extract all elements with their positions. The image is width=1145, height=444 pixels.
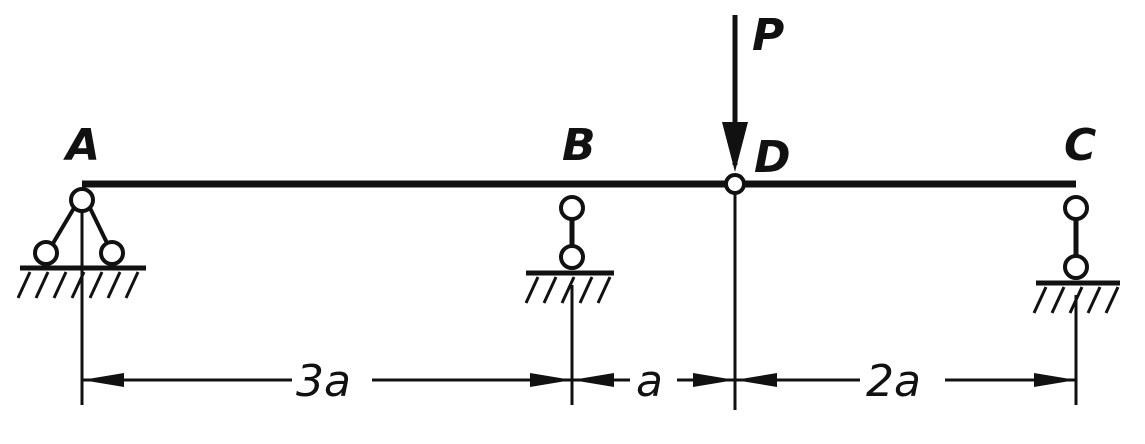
load-arrow-p: [722, 15, 748, 172]
extension-lines: [80, 194, 1078, 410]
hinge-d: [724, 173, 746, 195]
label-load-p: P: [752, 10, 784, 61]
label-dimension-bd: a: [636, 356, 663, 407]
support-c: [1032, 195, 1120, 314]
label-point-d: D: [754, 132, 791, 183]
label-dimension-ab: 3a: [296, 356, 351, 407]
dimension-arrowheads: [82, 373, 1076, 387]
support-b: [524, 195, 614, 304]
label-dimension-dc: 2a: [866, 356, 921, 407]
label-point-a: A: [63, 120, 100, 171]
label-point-b: B: [562, 120, 596, 171]
label-point-c: C: [1064, 120, 1096, 171]
